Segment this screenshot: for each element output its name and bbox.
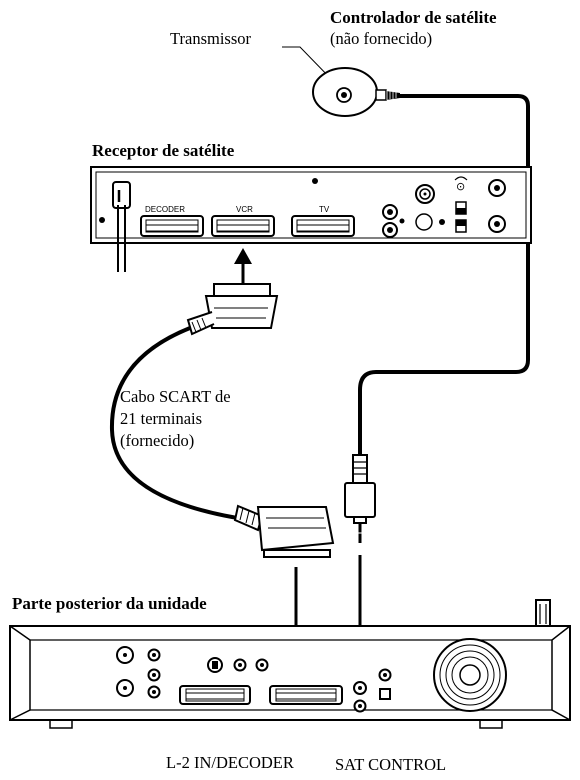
controller-note: (não fornecido) [330, 29, 433, 48]
transmitter-device [312, 67, 400, 117]
unit-rear-panel [9, 599, 571, 729]
sat-control-label: SAT CONTROL [335, 755, 447, 774]
receiver-title: Receptor de satélite [92, 141, 235, 160]
cable-label-line2: 21 terminais [120, 409, 203, 428]
decoder-port-label: DECODER [145, 205, 185, 214]
scart-plug-top [186, 283, 279, 336]
scart-plug-bottom [233, 504, 335, 558]
unit-title: Parte posterior da unidade [12, 594, 207, 613]
transmitter-label: Transmissor [170, 29, 251, 48]
mini-plug [344, 454, 376, 543]
satellite-icon: ⊙ [456, 181, 465, 193]
l2-port-label: L-2 IN/DECODER [166, 753, 294, 772]
cable-label-line1: Cabo SCART de [120, 387, 231, 406]
cable-label-line3: (fornecido) [120, 431, 195, 450]
vcr-port-label: VCR [236, 205, 253, 214]
controller-title: Controlador de satélite [330, 8, 497, 27]
satellite-receiver: DECODER VCR TV ⊙ [90, 166, 532, 272]
tv-port-label: TV [319, 205, 330, 214]
